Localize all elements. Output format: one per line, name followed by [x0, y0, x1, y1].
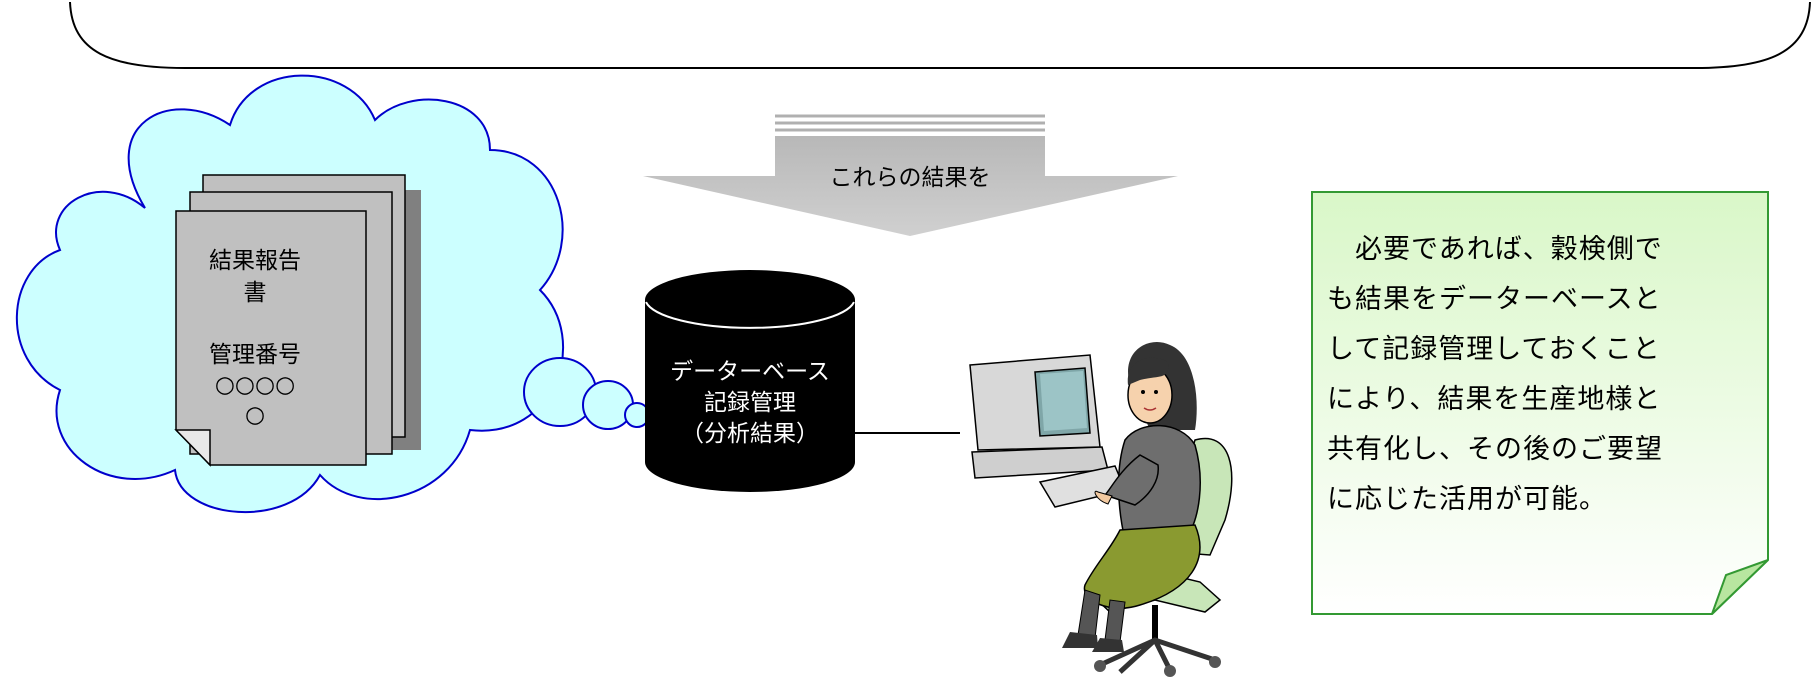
- page-fold-corner: [174, 429, 211, 467]
- management-number-circles-2: ○: [244, 402, 266, 428]
- note-line-6: に応じた活用が可能。: [1327, 484, 1607, 515]
- thought-bubble-medium: [582, 380, 634, 430]
- report-document-stack: [174, 174, 421, 467]
- note-fold-corner: [1711, 559, 1769, 615]
- database-label-line-2: 記録管理: [704, 390, 796, 416]
- management-number-circles-1: ○○○○: [214, 372, 296, 398]
- database-cylinder: [645, 270, 855, 492]
- note-line-3: して記録管理しておくこと: [1327, 334, 1661, 365]
- note-line-2: も結果をデーターベースと: [1327, 284, 1662, 315]
- database-label: データーベース 記録管理 （分析結果）: [640, 357, 860, 450]
- report-front-page: [175, 210, 367, 466]
- note-text: 必要であれば、穀検側で も結果をデーターベースと して記録管理しておくこと によ…: [1327, 225, 1727, 525]
- person-at-computer-illustration: [969, 341, 1233, 677]
- database-label-line-1: データーベース: [670, 359, 830, 385]
- down-arrow: [643, 114, 1178, 236]
- top-brace: [69, 1, 1811, 69]
- report-management-number: 管理番号 ○○○○ ○: [190, 340, 320, 430]
- management-number-label: 管理番号: [209, 342, 301, 368]
- note-line-1: 必要であれば、穀検側で: [1327, 234, 1663, 265]
- report-title-line-2: 書: [243, 280, 267, 306]
- note-line-4: により、結果を生産地様と: [1327, 384, 1662, 415]
- report-title-line-1: 結果報告: [209, 248, 301, 274]
- note-card: [1311, 191, 1769, 615]
- report-title: 結果報告 書: [190, 245, 320, 309]
- note-line-5: 共有化し、その後のご要望: [1327, 434, 1663, 465]
- database-label-line-3: （分析結果）: [681, 421, 819, 447]
- arrow-label: これらの結果を: [829, 165, 991, 191]
